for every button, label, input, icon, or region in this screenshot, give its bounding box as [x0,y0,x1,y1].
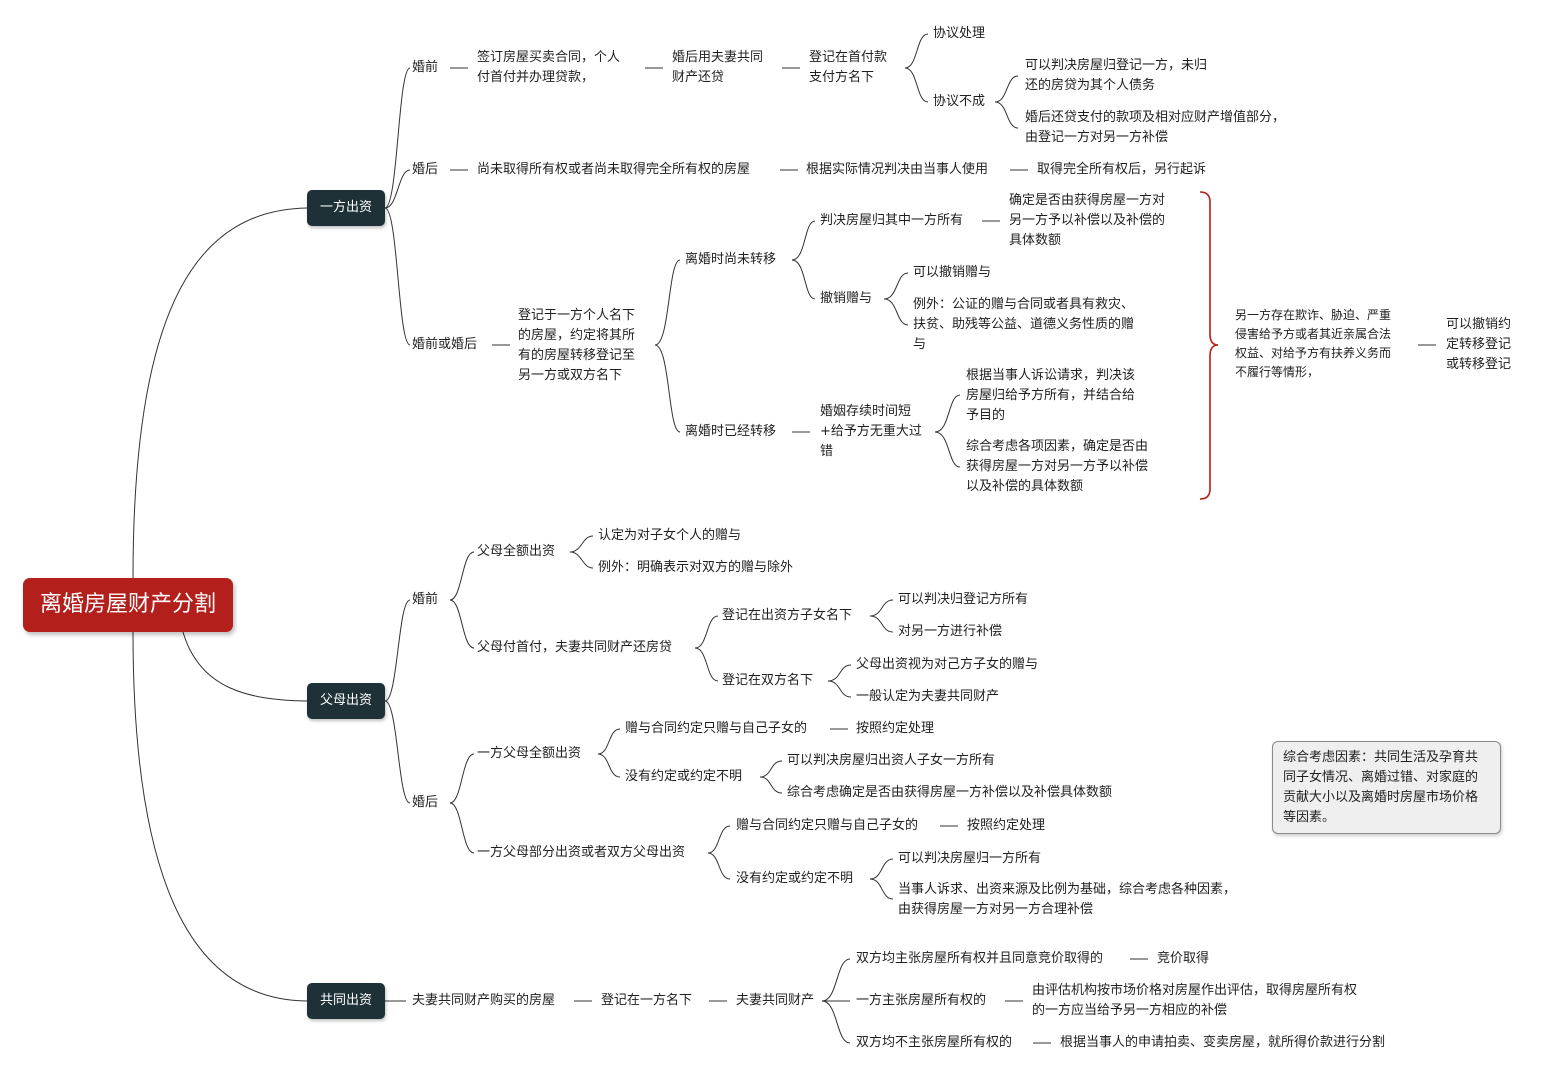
node-register-both[interactable]: 登记在双方名下 [722,673,814,688]
node-of-by-agreement[interactable]: 按照约定处理 [856,721,935,736]
node-one-claims[interactable]: 一方主张房屋所有权的 [856,993,987,1008]
node-partial-or-both[interactable]: 一方父母部分出资或者双方父母出资 [477,845,686,860]
node-sue-later[interactable]: 取得完全所有权后，另行起诉 [1037,162,1207,177]
topic-parents[interactable]: 父母出资 [307,683,385,719]
node-revoke-exception[interactable]: 例外：公证的赠与合同或者具有救灾、扶贫、助残等公益、道德义务性质的赠与 [913,297,1135,352]
node-pt-no-agreement[interactable]: 没有约定或约定不明 [736,871,854,886]
node-joint-bought[interactable]: 夫妻共同财产购买的房屋 [412,993,556,1008]
node-pt-by-agreement[interactable]: 按照约定处理 [967,818,1046,833]
node-decide-compensation[interactable]: 确定是否由获得房屋一方对另一方予以补偿以及补偿的具体数额 [1009,193,1166,248]
node-short-marriage[interactable]: 婚姻存续时间短+给予方无重大过错 [820,404,922,459]
node-both-claim[interactable]: 双方均主张房屋所有权并且同意竞价取得的 [856,951,1104,966]
node-not-transferred[interactable]: 离婚时尚未转移 [685,252,777,267]
node-register-child[interactable]: 登记在出资方子女名下 [722,608,853,623]
node-one-parents-full[interactable]: 一方父母全额出资 [477,746,582,761]
node-judge-registrant[interactable]: 可以判决房屋归登记一方，未归还的房贷为其个人债务 [1025,58,1208,93]
summary-fraud[interactable]: 另一方存在欺诈、胁迫、严重侵害给予方或者其近亲属合法 权益、对给予方有扶养义务而… [1235,308,1392,379]
node-auction-split[interactable]: 根据当事人的申请拍卖、变卖房屋，就所得价款进行分割 [1060,1035,1386,1050]
node-gift-exception[interactable]: 例外：明确表示对双方的赠与除外 [598,560,794,575]
node-of-no-agreement[interactable]: 没有约定或约定不明 [625,769,743,784]
node-pt-belongs-one[interactable]: 可以判决房屋归一方所有 [898,851,1042,866]
node-revoke-gift[interactable]: 撤销赠与 [820,291,873,306]
node-register-payer[interactable]: 登记在首付款支付方名下 [809,50,888,85]
node-compensate-other[interactable]: 对另一方进行补偿 [898,624,1003,639]
node-judge-one-party[interactable]: 判决房屋归其中一方所有 [820,213,964,228]
node-neither-claims[interactable]: 双方均不主张房屋所有权的 [856,1035,1013,1050]
node-parents-full[interactable]: 父母全额出资 [477,544,556,559]
node-of-contract-own[interactable]: 赠与合同约定只赠与自己子女的 [625,721,808,736]
node-transferred[interactable]: 离婚时已经转移 [685,424,777,439]
node-revoke-transfer[interactable]: 可以撤销约定转移登记或转移登记 [1446,317,1512,372]
node-joint-assets[interactable]: 夫妻共同财产 [736,993,815,1008]
floating-note-factors[interactable]: 综合考虑因素：共同生活及孕育共同子女情况、离婚过错、对家庭的贡献大小以及离婚时房… [1272,741,1501,834]
node-compensate-registrant[interactable]: 婚后还贷支付的款项及相对应财产增值部分，由登记一方对另一方补偿 [1025,110,1286,145]
node-bidding[interactable]: 竞价取得 [1157,951,1210,966]
node-parents-downpayment[interactable]: 父母付首付，夫妻共同财产还房贷 [477,640,673,655]
node-postmarital[interactable]: 婚后 [412,162,439,177]
node-of-belongs-child[interactable]: 可以判决房屋归出资人子女一方所有 [787,753,996,768]
topic-joint[interactable]: 共同出资 [307,983,385,1019]
node-register-one[interactable]: 登记在一方名下 [601,993,693,1008]
node-pt-contract-own[interactable]: 赠与合同约定只赠与自己子女的 [736,818,919,833]
node-no-agreement[interactable]: 协议不成 [933,94,986,109]
node-joint-property[interactable]: 一般认定为夫妻共同财产 [856,689,1000,704]
node-repay-joint[interactable]: 婚后用夫妻共同财产还贷 [672,50,764,85]
node-agreement[interactable]: 协议处理 [933,26,986,41]
node-no-ownership[interactable]: 尚未取得所有权或者尚未取得完全所有权的房屋 [477,162,751,177]
summary-bracket [1199,191,1219,500]
node-premarital[interactable]: 婚前 [412,60,439,75]
node-can-revoke[interactable]: 可以撤销赠与 [913,265,992,280]
node-belongs-registrant[interactable]: 可以判决归登记方所有 [898,592,1029,607]
node-appraisal[interactable]: 由评估机构按市场价格对房屋作出评估，取得房屋所有权的一方应当给予另一方相应的补偿 [1032,983,1358,1018]
node-judge-use[interactable]: 根据实际情况判决由当事人使用 [806,162,989,177]
node-gift-own-child[interactable]: 父母出资视为对己方子女的赠与 [856,657,1039,672]
node-parents-postmarital[interactable]: 婚后 [412,795,439,810]
node-gift-to-child[interactable]: 认定为对子女个人的赠与 [598,528,742,543]
node-of-consider[interactable]: 综合考虑确定是否由获得房屋一方补偿以及补偿具体数额 [787,785,1113,800]
node-parents-premarital[interactable]: 婚前 [412,592,439,607]
root-topic[interactable]: 离婚房屋财产分割 [23,578,233,632]
node-pt-reasonable-comp[interactable]: 当事人诉求、出资来源及比例为基础，综合考虑各种因素，由获得房屋一方对另一方合理补… [898,882,1237,917]
node-return-to-giver[interactable]: 根据当事人诉讼请求，判决该房屋归给予方所有，并结合给予目的 [966,368,1136,423]
node-consider-factors[interactable]: 综合考虑各项因素，确定是否由获得房屋一方对另一方予以补偿以及补偿的具体数额 [966,439,1149,494]
topic-one-party[interactable]: 一方出资 [307,190,385,226]
node-transfer-agreement[interactable]: 登记于一方个人名下的房屋，约定将其所 有的房屋转移登记至另一方或双方名下 [518,308,636,383]
node-sign-contract[interactable]: 签订房屋买卖合同，个人付首付并办理贷款， [477,50,621,85]
node-pre-or-post[interactable]: 婚前或婚后 [412,337,478,352]
